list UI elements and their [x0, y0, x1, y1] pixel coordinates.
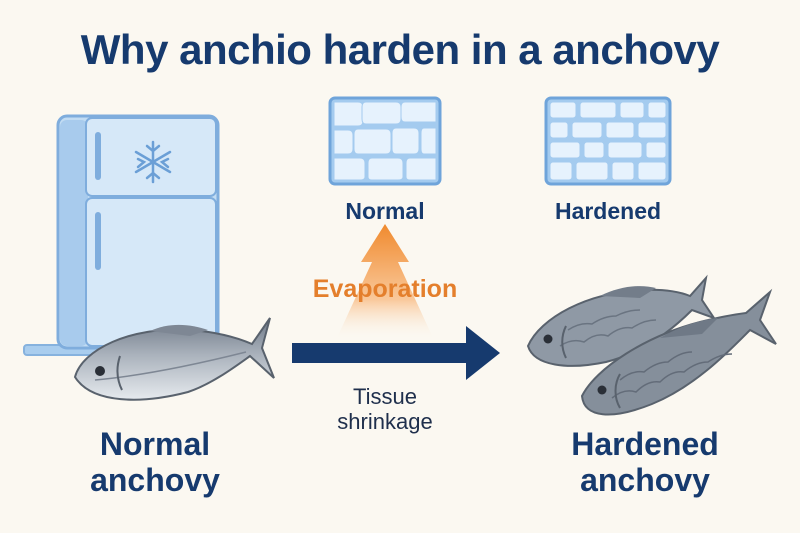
snowflake-icon	[134, 140, 172, 184]
refrigerator-icon	[23, 114, 255, 356]
tissue-normal-label: Normal	[345, 198, 425, 224]
shrinkage-label-line1: Tissue	[353, 384, 417, 409]
evaporation-arrow	[336, 224, 434, 340]
normal-anchovy-label-line2: anchovy	[90, 462, 220, 498]
page-title: Why anchio harden in a anchovy	[80, 26, 720, 73]
evaporation-label: Evaporation	[312, 275, 458, 303]
normal-anchovy-label-line1: Normal	[99, 426, 211, 462]
hardened-anchovy-label-line1: Hardened	[571, 426, 719, 462]
hardened-anchovy-fish-lower	[580, 288, 777, 416]
hardened-tissue-icon	[544, 96, 672, 186]
shrinkage-arrow	[292, 326, 500, 380]
shrinkage-label-line2: shrinkage	[337, 409, 433, 434]
normal-tissue-icon	[328, 96, 442, 186]
normal-anchovy-fish	[73, 317, 275, 401]
hardened-anchovy-fish-upper	[526, 274, 717, 367]
hardened-anchovy-label-line2: anchovy	[580, 462, 710, 498]
tissue-hardened-label: Hardened	[554, 198, 662, 224]
